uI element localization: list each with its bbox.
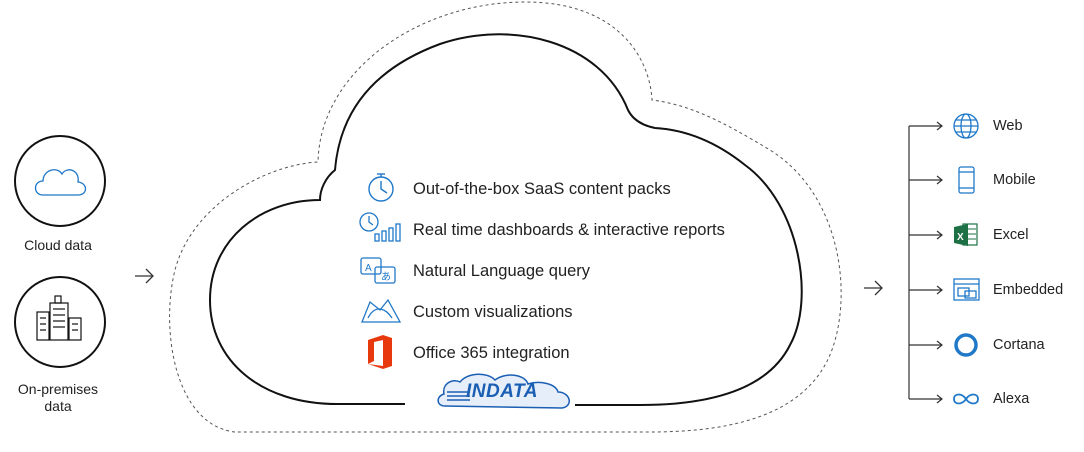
stopwatch-icon [368, 173, 394, 202]
feature-content-packs: Out-of-the-box SaaS content packs [413, 180, 671, 198]
on-premises-label: On-premises data [17, 381, 99, 414]
globe-icon [953, 113, 979, 139]
outer-dashed-cloud-outline [169, 1, 842, 433]
buildings-icon [36, 295, 82, 341]
output-cortana: Cortana [993, 337, 1045, 353]
excel-icon: X [954, 223, 978, 246]
indata-logo [437, 373, 570, 409]
output-connector [908, 121, 943, 404]
feature-dashboards: Real time dashboards & interactive repor… [413, 221, 725, 239]
feature-custom-visualizations: Custom visualizations [413, 303, 573, 321]
inner-cloud-outline [208, 33, 803, 406]
cortana-icon [954, 333, 978, 357]
svg-text:A: A [365, 263, 372, 274]
language-icon: A あ [360, 257, 396, 284]
clock-chart-icon [359, 212, 401, 242]
output-excel: Excel [993, 227, 1029, 243]
output-web: Web [993, 118, 1023, 134]
svg-text:あ: あ [381, 271, 391, 283]
on-premises-circle [14, 276, 106, 368]
feature-natural-language: Natural Language query [413, 262, 591, 280]
left-arrow [135, 268, 154, 284]
embedded-icon [953, 278, 980, 301]
cloud-data-circle [14, 135, 106, 227]
output-alexa: Alexa [993, 391, 1030, 407]
cloud-icon [34, 169, 87, 196]
mobile-icon [958, 166, 975, 194]
indata-logo-text: INDATA [466, 381, 538, 402]
right-arrow [864, 280, 883, 296]
infinity-icon [953, 393, 979, 405]
cloud-data-label: Cloud data [24, 237, 92, 253]
office-icon [368, 335, 392, 369]
feature-office-365: Office 365 integration [413, 344, 570, 362]
svg-text:X: X [957, 232, 964, 243]
output-mobile: Mobile [993, 172, 1036, 188]
visualization-icon [361, 298, 402, 323]
output-embedded: Embedded [993, 282, 1064, 298]
